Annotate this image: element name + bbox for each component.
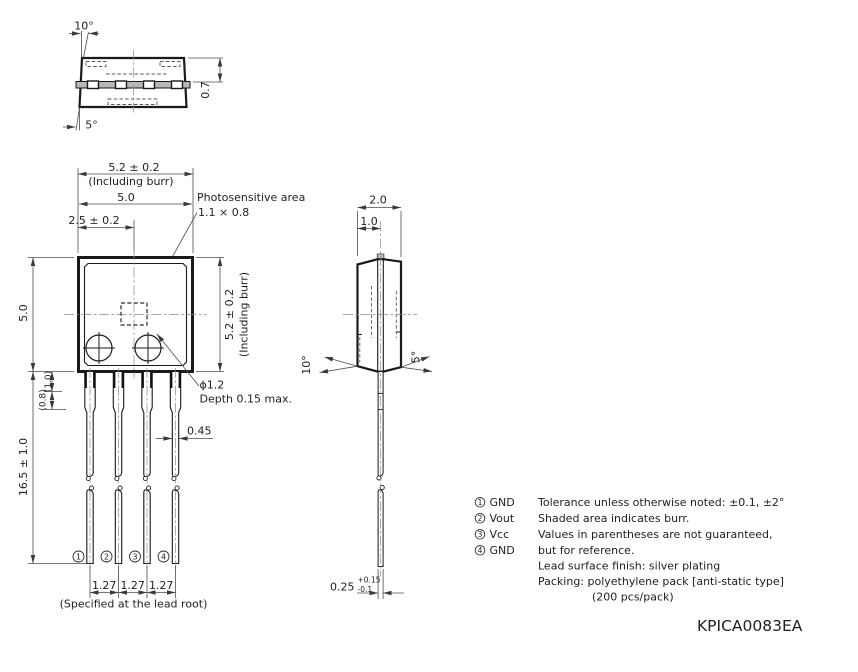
- note-line-6: Packing: polyethylene pack [anti-static …: [538, 575, 784, 588]
- front-ps-offset-dim: 2.5 ± 0.2: [68, 214, 119, 227]
- note-pin-2-circle: [474, 513, 486, 524]
- pin-4-number: 4: [161, 552, 166, 561]
- note-pin-2-number: 2: [478, 514, 483, 523]
- front-view: 5.2 ± 0.2 (Including burr) 5.0 2.5 ± 0.2…: [17, 161, 305, 611]
- mounting-holes: [83, 332, 164, 364]
- note-pin-1-label: GND: [490, 496, 515, 509]
- hole-callout: ϕ1.2 Depth 0.15 max.: [156, 333, 292, 406]
- front-view-pin-numbers: 1 2 3 4: [72, 550, 170, 563]
- top-view-burr-band: [75, 81, 191, 89]
- top-view-angle-top-label: 10°: [74, 20, 94, 33]
- photosensitive-area-label: Photosensitive area: [197, 191, 305, 204]
- note-pin-3-number: 3: [478, 530, 483, 539]
- side-view-angle-dimensions: 10° 5°: [300, 351, 433, 375]
- top-view-dimensions: 10° 5° 0.7: [63, 20, 223, 132]
- pin-3-number: 3: [132, 552, 137, 561]
- side-front-dim: 1.0: [360, 215, 378, 228]
- top-view-lead-sections: [86, 80, 184, 90]
- note-line-1: Tolerance unless otherwise noted: ±0.1, …: [537, 496, 784, 509]
- side-angle-right-label: 5°: [410, 351, 423, 364]
- pin-1-number: 1: [76, 552, 81, 561]
- front-view-right-dimensions: 5.2 ± 0.2 (Including burr): [196, 257, 251, 372]
- front-body-height-dim: 5.0: [17, 304, 30, 322]
- general-notes: Tolerance unless otherwise noted: ±0.1, …: [537, 496, 784, 604]
- front-view-leads: [84, 368, 182, 571]
- pitch-dim-3: 1.27: [149, 579, 174, 592]
- note-pin-4-label: GND: [490, 544, 515, 557]
- lead-break-symbols: [85, 475, 180, 491]
- pitch-note: (Specified at the lead root): [60, 598, 208, 611]
- front-root-dim-a: (0.8): [39, 389, 49, 410]
- side-view-top-dimensions: 2.0 1.0: [357, 194, 402, 257]
- note-pin-3-circle: [474, 529, 486, 540]
- front-root-dim-b: (1.0): [44, 371, 54, 392]
- front-width-burr-note: (Including burr): [88, 175, 173, 188]
- lead-section: [86, 80, 100, 90]
- note-pin-4-circle: [474, 545, 486, 556]
- note-pin-1-number: 1: [478, 498, 483, 507]
- front-lead-length-dim: 16.5 ± 1.0: [17, 438, 30, 496]
- lead-section: [142, 80, 156, 90]
- top-view-step-dim-label: 0.7: [199, 81, 212, 99]
- note-line-5: Lead surface finish: silver plating: [538, 560, 720, 573]
- pin-1-circle: [72, 550, 85, 563]
- front-view-top-dimensions: 5.2 ± 0.2 (Including burr) 5.0 2.5 ± 0.2…: [68, 161, 305, 302]
- pin-2-circle: [100, 550, 113, 563]
- front-width-dim: 5.0: [117, 191, 135, 204]
- side-lead-thickness-dim: 0.25: [330, 581, 355, 594]
- front-height-burr-dim: 5.2 ± 0.2: [223, 289, 236, 340]
- front-height-burr-note: (Including burr): [238, 272, 251, 357]
- pin-4-circle: [157, 550, 170, 563]
- note-line-2: Shaded area indicates burr.: [538, 512, 689, 525]
- photosensitive-area-rect: [120, 302, 148, 326]
- note-line-3: Values in parentheses are not guaranteed…: [538, 528, 773, 541]
- note-pin-4-number: 4: [478, 546, 483, 555]
- note-pin-1-circle: [474, 497, 486, 508]
- pitch-dim-2: 1.27: [120, 579, 145, 592]
- lead-thickness-dimension: 0.25 +0.15 -0.1: [330, 569, 404, 599]
- side-lead-thickness-tol-plus: +0.15: [358, 576, 381, 585]
- lead-root-burr-marks: [84, 371, 181, 388]
- front-lead-width-dim: 0.45: [187, 425, 212, 438]
- lead-width-dimension: 0.45: [156, 425, 213, 441]
- drawing-number: KPICA0083EA: [697, 617, 803, 635]
- hole-diameter-label: ϕ1.2: [200, 379, 225, 392]
- note-line-7: (200 pcs/pack): [592, 591, 674, 604]
- top-view-hidden-lines: [85, 61, 181, 105]
- pitch-dim-1: 1.27: [92, 579, 117, 592]
- note-line-4: but for reference.: [538, 544, 634, 557]
- side-depth-dim: 2.0: [369, 194, 387, 207]
- hole-depth-label: Depth 0.15 max.: [200, 393, 292, 406]
- lead-section: [170, 80, 184, 90]
- side-view: 2.0 1.0 10°: [300, 194, 433, 599]
- front-width-burr-dim: 5.2 ± 0.2: [108, 161, 159, 174]
- side-view-body: [356, 258, 403, 373]
- front-view-left-dimensions: 5.0 16.5 ± 1.0 (0.8) (1.0): [17, 257, 87, 564]
- photosensitive-area-size: 1.1 × 0.8: [198, 206, 249, 219]
- side-lead-thickness-tol-minus: -0.1: [358, 585, 373, 594]
- top-view-angle-bottom-label: 5°: [85, 119, 98, 132]
- side-angle-left-label: 10°: [300, 355, 313, 375]
- front-view-body-inner-line: [83, 262, 188, 367]
- pin-list: 1 GND 2 Vout 3 Vcc 4 GND: [474, 496, 515, 557]
- pin-3-circle: [129, 550, 141, 563]
- pin-2-number: 2: [104, 552, 109, 561]
- notes-block: 1 GND 2 Vout 3 Vcc 4 GND Tolerance unles…: [474, 496, 803, 635]
- lead-section: [114, 80, 128, 90]
- top-view: 10° 5° 0.7: [63, 20, 223, 132]
- note-pin-3-label: Vcc: [490, 528, 510, 541]
- lead-pitch-dimensions: 1.27 1.27 1.27 (Specified at the lead ro…: [60, 566, 208, 611]
- note-pin-2-label: Vout: [490, 512, 515, 525]
